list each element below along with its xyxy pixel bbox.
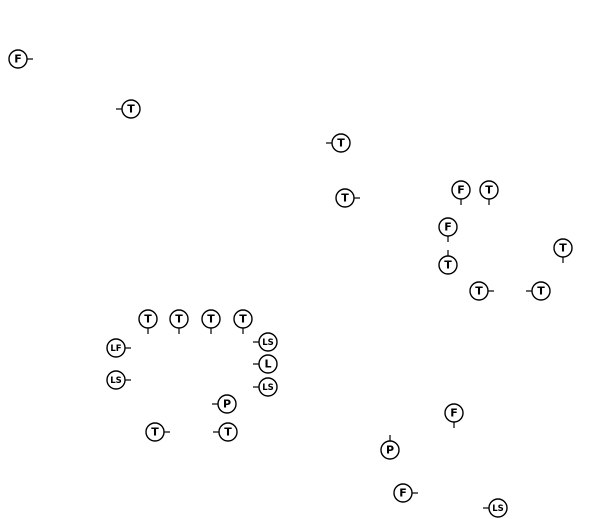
- symbol-label: L: [264, 358, 271, 371]
- symbol-label: T: [341, 192, 349, 205]
- symbol-t-t11: T: [201, 309, 221, 334]
- symbol-label: LS: [110, 376, 122, 386]
- symbol-label: F: [14, 53, 22, 66]
- symbol-label: T: [175, 313, 183, 326]
- symbol-t-t9: T: [138, 309, 158, 334]
- symbol-ls-ls2: LS: [106, 370, 131, 390]
- symbol-label: T: [337, 137, 345, 150]
- symbol-f-f1: F: [8, 49, 33, 69]
- symbol-ls-ls1: LS: [253, 332, 278, 352]
- symbol-label: T: [475, 285, 483, 298]
- symbol-label: F: [399, 487, 407, 500]
- symbol-label: F: [444, 221, 452, 234]
- symbol-label: LS: [262, 338, 274, 348]
- symbol-ls-ls4: LS: [483, 498, 508, 518]
- symbol-f-f4: F: [444, 403, 464, 428]
- symbol-label: LF: [110, 344, 121, 354]
- symbol-t-t5: T: [438, 250, 458, 275]
- symbol-label: T: [537, 285, 545, 298]
- symbol-t-t12: T: [233, 309, 253, 334]
- symbol-lf-lf1: LF: [106, 338, 131, 358]
- symbol-t-t14: T: [213, 422, 238, 442]
- symbol-p-p1: P: [212, 394, 237, 414]
- symbol-t-t4: T: [479, 180, 499, 205]
- symbol-label: T: [485, 184, 493, 197]
- symbol-label: T: [151, 426, 159, 439]
- symbol-t-t8: T: [526, 281, 551, 301]
- symbol-label: LS: [492, 504, 504, 514]
- symbol-l-l1: L: [253, 354, 278, 374]
- symbol-label: T: [444, 259, 452, 272]
- symbol-label: T: [239, 313, 247, 326]
- symbol-label: P: [386, 444, 394, 457]
- symbol-t-t2: T: [326, 133, 351, 153]
- symbol-p-p2: P: [380, 435, 400, 460]
- symbol-f-f2: F: [451, 180, 471, 205]
- symbol-t-t1: T: [116, 99, 141, 119]
- symbol-f-f5: F: [393, 483, 418, 503]
- symbol-t-t6: T: [553, 238, 573, 263]
- symbol-label: F: [450, 407, 458, 420]
- symbol-t-t10: T: [169, 309, 189, 334]
- symbol-t-t7: T: [469, 281, 494, 301]
- symbol-label: P: [223, 398, 231, 411]
- symbol-label: T: [144, 313, 152, 326]
- symbol-label: T: [224, 426, 232, 439]
- symbol-t-t13: T: [145, 422, 170, 442]
- symbol-t-t3: T: [335, 188, 360, 208]
- symbol-label: T: [559, 242, 567, 255]
- symbol-label: LS: [262, 383, 274, 393]
- symbol-ls-ls3: LS: [253, 377, 278, 397]
- symbol-label: T: [207, 313, 215, 326]
- symbol-label: F: [457, 184, 465, 197]
- symbol-f-f3: F: [438, 217, 458, 242]
- symbol-label: T: [127, 103, 135, 116]
